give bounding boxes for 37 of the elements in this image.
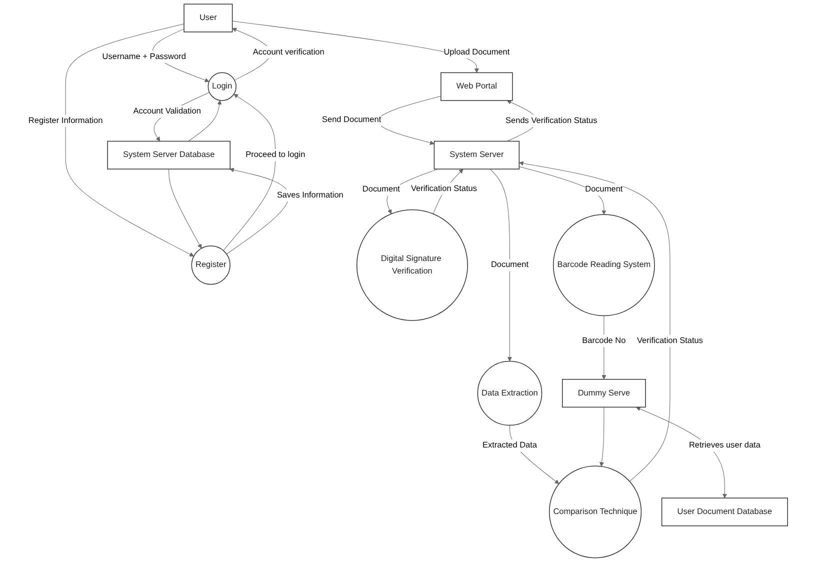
edge-label: Retrieves user data [688,441,760,450]
edge-label: Document [490,260,529,270]
node-circle: Digital Signature Verification [356,209,468,321]
node-circle: Comparison Technique [548,466,642,558]
node-circle: Register [191,246,230,285]
edge-label: Register Information [28,116,103,126]
node-circle: Barcode Reading System [552,214,655,316]
edge-label: Barcode No [582,336,626,345]
edge-label: Username + Password [102,52,186,61]
node-circle: Data Extraction [477,360,542,426]
edge-label: Document [362,184,400,194]
edge-label: Saves Information [276,190,344,200]
arrow [168,168,202,249]
edge-label: Upload Document [444,48,510,56]
edge-label: Sends Verification Status [506,116,598,126]
arrow [65,24,194,256]
edge-label: Send Document [322,115,382,124]
node-box: System Server [434,140,520,170]
node-box: Web Portal [440,72,513,101]
arrow [226,168,290,254]
node-box: User Document Database [661,498,788,526]
node-box: User [184,4,233,32]
node-circle: Login [208,72,236,101]
edge-label: Verification Status [636,336,703,345]
edge-label: Account Validation [133,107,201,116]
arrow [600,406,604,467]
node-box: System Server Database [107,140,230,170]
edge-label: Proceed to login [246,150,306,160]
arrow [188,100,222,142]
node-box: Dummy Serve [562,378,646,408]
arrow [490,168,512,362]
edge-label: Account verification [252,48,324,56]
arrow [232,20,479,73]
edge-label: Verification Status [410,184,477,193]
edge-label: Document [585,184,623,194]
edge-label: Extracted Data [482,441,537,450]
arrow [223,94,276,251]
